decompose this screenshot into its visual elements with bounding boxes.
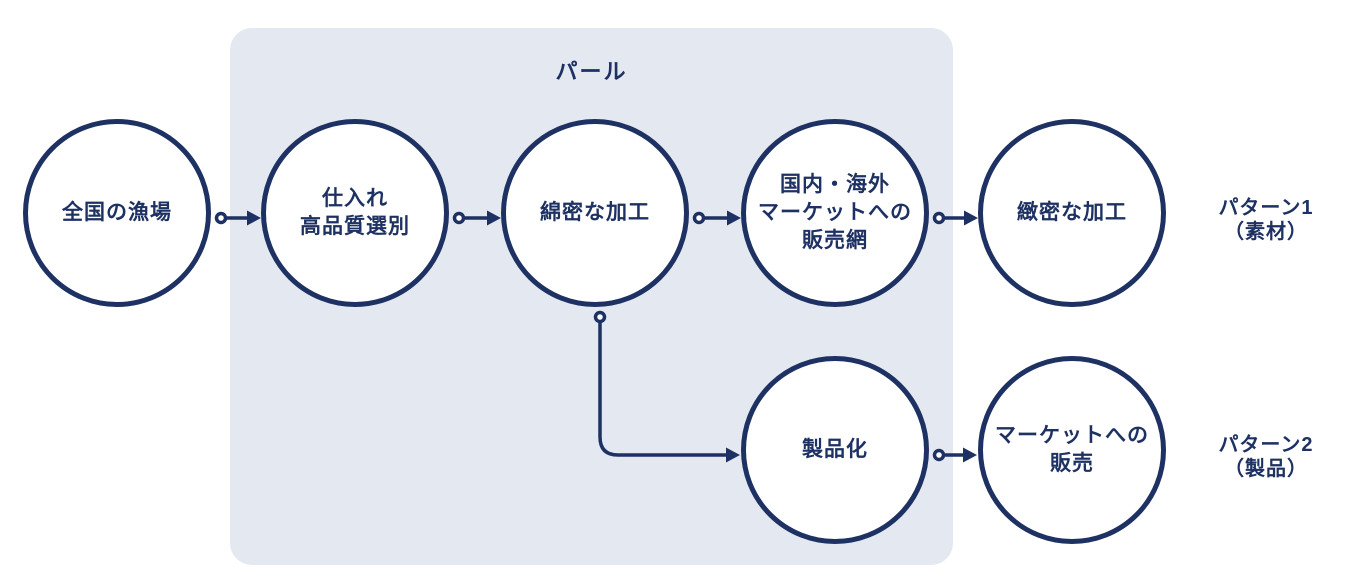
panel-title: パール (555, 59, 628, 84)
node-label: マーケットへの 販売 (995, 424, 1149, 475)
node-market-sales: マーケットへの 販売 (978, 356, 1166, 544)
node-label: 綿密な加工 (540, 201, 650, 225)
arrow-right-icon (964, 210, 978, 226)
node-label: 国内・海外 マーケットへの 販売網 (758, 173, 912, 252)
connector-dot-icon (214, 211, 228, 225)
node-label: 製品化 (802, 438, 868, 462)
pattern-2-label: パターン2 （製品） (1218, 434, 1314, 481)
node-productization: 製品化 (741, 356, 929, 544)
node-fishing-grounds: 全国の漁場 (23, 119, 211, 307)
node-label: 仕入れ 高品質選別 (300, 187, 410, 238)
node-precise-processing: 緻密な加工 (978, 119, 1166, 307)
node-sales-network: 国内・海外 マーケットへの 販売網 (741, 119, 929, 307)
node-meticulous-processing: 綿密な加工 (501, 119, 689, 307)
arrow-right-icon (963, 447, 977, 463)
node-procurement-selection: 仕入れ 高品質選別 (261, 119, 449, 307)
node-label: 全国の漁場 (62, 201, 172, 225)
pattern-1-label: パターン1 （素材） (1218, 197, 1314, 244)
node-label: 緻密な加工 (1017, 201, 1127, 225)
